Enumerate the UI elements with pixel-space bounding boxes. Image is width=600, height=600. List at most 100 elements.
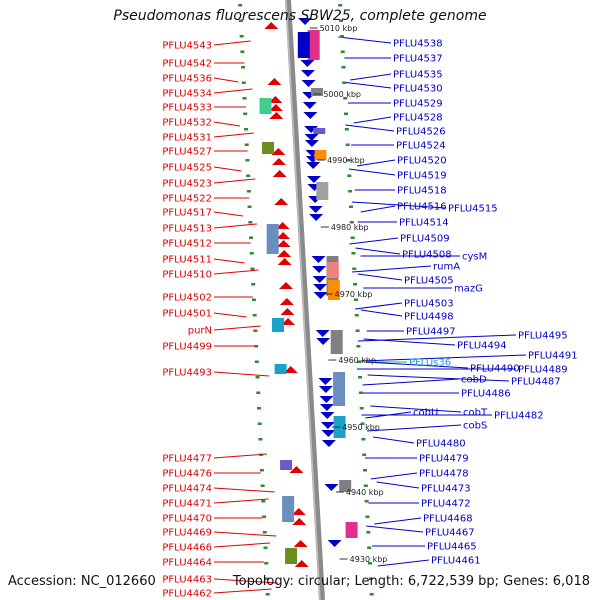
plus-strand-gene-arrow (319, 396, 334, 403)
plus-gene-label: PFLU4486 (461, 389, 511, 400)
plus-strand-gene-arrow (327, 540, 342, 547)
plus-label-connector (366, 525, 424, 533)
scale-label: 5010 kbp (320, 24, 358, 33)
minus-gene-label: PFLU4493 (162, 368, 212, 379)
minus-gene-label: purN (188, 326, 212, 337)
minus-label-connector (213, 121, 240, 127)
plus-label-connector (356, 159, 396, 167)
minus-label-connector (213, 258, 245, 264)
right-track-dash (348, 190, 353, 193)
minus-gene-label: PFLU4517 (162, 208, 212, 219)
minus-gene-label: PFLU4476 (162, 469, 212, 480)
scale-label: 4990 kbp (327, 156, 365, 165)
plus-gene-label: PFLU4479 (419, 454, 469, 465)
minus-gene-label: PFLU4513 (162, 224, 212, 235)
right-track-dash (367, 546, 372, 549)
minus-strand-gene-arrow (268, 96, 283, 103)
gene-feature-block (297, 32, 310, 58)
minus-strand-gene-arrow (289, 466, 304, 473)
minus-gene-label: PFLU4534 (162, 89, 212, 100)
minus-strand-gene-arrow (274, 198, 289, 205)
plus-strand-gene-arrow (300, 60, 315, 67)
minus-strand-gene-arrow (278, 282, 293, 289)
right-track-dash (344, 112, 348, 115)
plus-label-connector (355, 302, 403, 310)
plus-gene-label: PFLU4461 (431, 556, 481, 567)
plus-strand-labels: PFLU4538PFLU4537PFLU4535PFLU4530PFLU4529… (393, 39, 578, 567)
minus-label-connector (213, 487, 275, 493)
right-track-dash (346, 159, 351, 162)
plus-gene-label: cobT (463, 408, 488, 419)
left-track-dash (262, 531, 267, 534)
plus-strand-gene-arrow (309, 214, 324, 221)
plus-strand-gene-arrow (320, 422, 335, 429)
right-track-dash (338, 4, 343, 7)
plus-strand-gene-arrow (315, 330, 330, 337)
left-track-dash (246, 190, 251, 193)
plus-gene-label: PFLU4514 (399, 218, 449, 229)
left-track-dash (259, 469, 264, 472)
left-track-dash (248, 221, 253, 224)
gene-feature-block (310, 88, 323, 96)
minus-label-connector (213, 223, 257, 229)
left-track-dash (246, 174, 251, 177)
gene-feature-block (330, 330, 343, 354)
gene-feature-block (313, 128, 326, 134)
minus-strand-gene-arrow (291, 508, 306, 515)
left-track-dash (241, 66, 246, 69)
plus-label-connector (373, 436, 415, 444)
scale-label: 4970 kbp (335, 290, 373, 299)
plus-label-connector (376, 481, 420, 489)
scale-label: 4960 kbp (338, 356, 376, 365)
minus-strand-gene-arrow (283, 366, 298, 373)
scale-label: 5000 kbp (323, 90, 361, 99)
plus-strand-gene-arrow (312, 276, 327, 283)
gene-feature-block (282, 496, 295, 522)
minus-label-connector (213, 178, 256, 184)
right-track-dash (364, 500, 369, 503)
plus-gene-label: rumA (433, 262, 460, 273)
plus-strand-gene-arrow (302, 102, 317, 109)
plus-gene-label: PFLU4509 (400, 234, 450, 245)
left-track-dash (262, 515, 267, 518)
plus-gene-label: PFLU4520 (397, 156, 447, 167)
right-track-dash (363, 484, 368, 487)
right-track-dash (347, 174, 352, 177)
minus-gene-label: PFLU4511 (162, 255, 212, 266)
plus-strand-gene-arrow (303, 112, 318, 119)
minus-strand-gene-arrow (292, 518, 307, 525)
plus-label-connector (370, 405, 462, 413)
label-connectors (213, 36, 527, 594)
plus-gene-label: PFLU4537 (393, 54, 443, 65)
left-track-dash (258, 438, 263, 441)
minus-label-connector (213, 88, 253, 94)
plus-strand-gene-arrow (301, 80, 316, 87)
minus-strand-gene-arrow (267, 78, 282, 85)
plus-gene-label: PFLU4494 (457, 341, 507, 352)
plus-gene-label: PFLU4515 (448, 204, 498, 215)
plus-label-connector (350, 73, 392, 81)
minus-label-connector (213, 325, 261, 331)
left-track-dash (251, 298, 256, 301)
plus-strand-gene-arrow (324, 484, 339, 491)
minus-gene-label: PFLU4501 (162, 309, 212, 320)
minus-gene-label: PFLU4510 (162, 270, 212, 281)
minus-gene-label: PFLU4542 (162, 59, 212, 70)
gene-feature-block (345, 522, 358, 538)
map-title: Pseudomonas fluorescens SBW25, complete … (113, 8, 487, 24)
plus-label-connector (348, 168, 396, 176)
right-track-dash (360, 422, 365, 425)
right-track-dash (362, 453, 367, 456)
left-track-dash (238, 19, 243, 22)
minus-label-connector (213, 40, 251, 46)
genome-backbone (238, 0, 374, 600)
gene-feature-block (307, 30, 320, 60)
plus-gene-label: PFLU4530 (393, 84, 443, 95)
plus-strand-gene-arrow (321, 440, 336, 447)
plus-label-connector (345, 124, 395, 132)
minus-label-connector (213, 588, 272, 594)
right-track-dash (351, 252, 356, 255)
plus-gene-label: PFLU4472 (421, 499, 471, 510)
plus-gene-label: PFLU4490 (470, 364, 520, 375)
plus-gene-label: PFLU4518 (397, 186, 447, 197)
